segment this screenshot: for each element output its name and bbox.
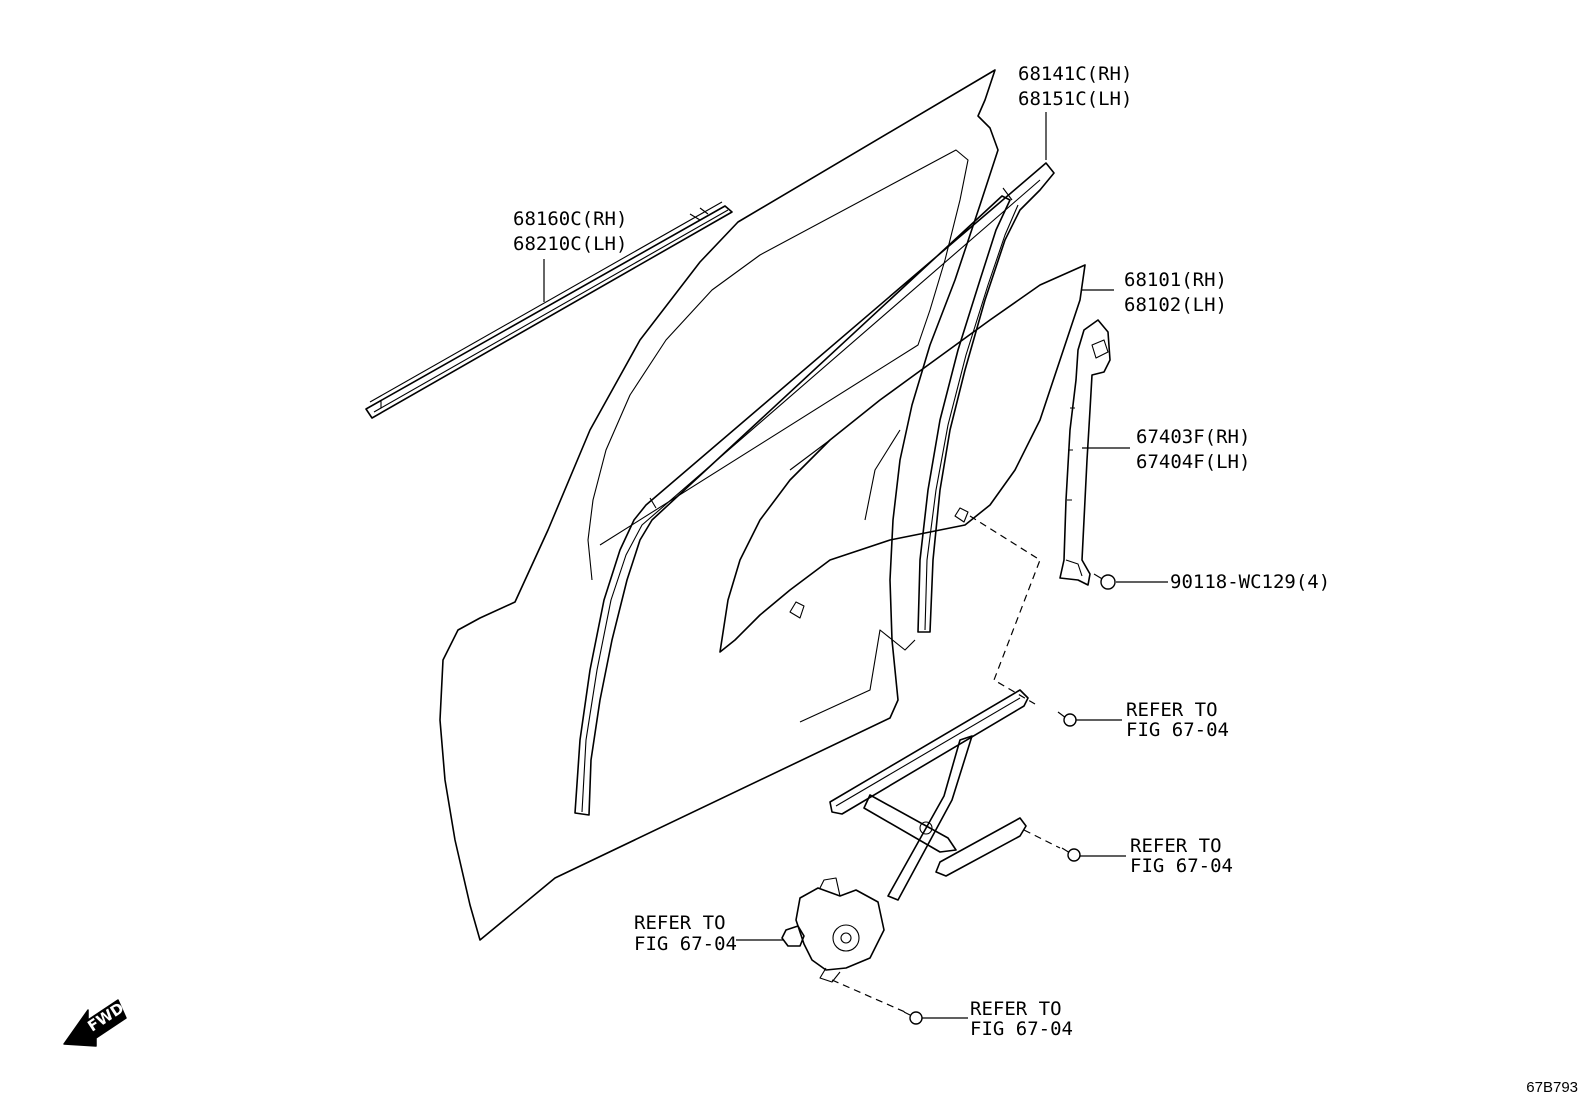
callout-rear-sash: 67403F(RH) 67404F(LH)	[1136, 426, 1262, 473]
refer-line-1: REFER TO	[1130, 835, 1222, 857]
bolt-icon	[903, 1011, 923, 1025]
glass-run-channel	[574, 162, 1055, 816]
callout-run-channel: 68141C(RH) 68151C(LH)	[1018, 63, 1144, 110]
part-number-rh: 67403F(RH)	[1136, 426, 1250, 448]
refer-line-2: FIG 67-04	[1126, 719, 1229, 741]
callout-regulator-motor: REFER TO FIG 67-04	[634, 912, 737, 955]
part-number-rh: 68141C(RH)	[1018, 63, 1132, 85]
callout-regulator-bolt-middle: REFER TO FIG 67-04	[1130, 835, 1233, 877]
callout-sash-bolt: 90118-WC129(4)	[1170, 571, 1330, 593]
part-number-lh: 67404F(LH)	[1136, 451, 1250, 473]
refer-line-1: REFER TO	[1126, 699, 1218, 721]
refer-line-2: FIG 67-04	[634, 933, 737, 955]
fwd-arrow-icon: FWD	[63, 999, 127, 1047]
callout-regulator-bolt-upper: REFER TO FIG 67-04	[1126, 699, 1229, 741]
leader-lines	[543, 112, 1168, 1019]
part-number-lh: 68102(LH)	[1124, 294, 1227, 316]
window-regulator	[781, 689, 1029, 983]
refer-line-1: REFER TO	[970, 998, 1062, 1020]
outer-belt-weatherstrip	[365, 201, 733, 419]
refer-line-1: REFER TO	[634, 912, 726, 934]
refer-line-2: FIG 67-04	[1130, 855, 1233, 877]
assembly-dashed-lines	[831, 515, 1061, 1013]
part-number-lh: 68151C(LH)	[1018, 88, 1132, 110]
callout-door-glass: 68101(RH) 68102(LH)	[1124, 269, 1238, 316]
door-glass	[719, 264, 1086, 653]
part-number-rh: 68101(RH)	[1124, 269, 1227, 291]
rear-lower-sash-channel	[1059, 319, 1111, 586]
bolt-icon	[1061, 847, 1081, 862]
door-panel	[439, 69, 999, 941]
callout-regulator-bolt-lower: REFER TO FIG 67-04	[970, 998, 1073, 1040]
bolt-icon	[1093, 573, 1116, 590]
part-number-lh: 68210C(LH)	[513, 233, 627, 255]
refer-line-2: FIG 67-04	[970, 1018, 1073, 1040]
bolt-icon	[1057, 711, 1077, 727]
diagram-code: 67B793	[1526, 1079, 1578, 1096]
callout-outer-weatherstrip: 68160C(RH) 68210C(LH)	[513, 208, 639, 255]
part-number-rh: 68160C(RH)	[513, 208, 627, 230]
part-number: 90118-WC129(4)	[1170, 571, 1330, 593]
